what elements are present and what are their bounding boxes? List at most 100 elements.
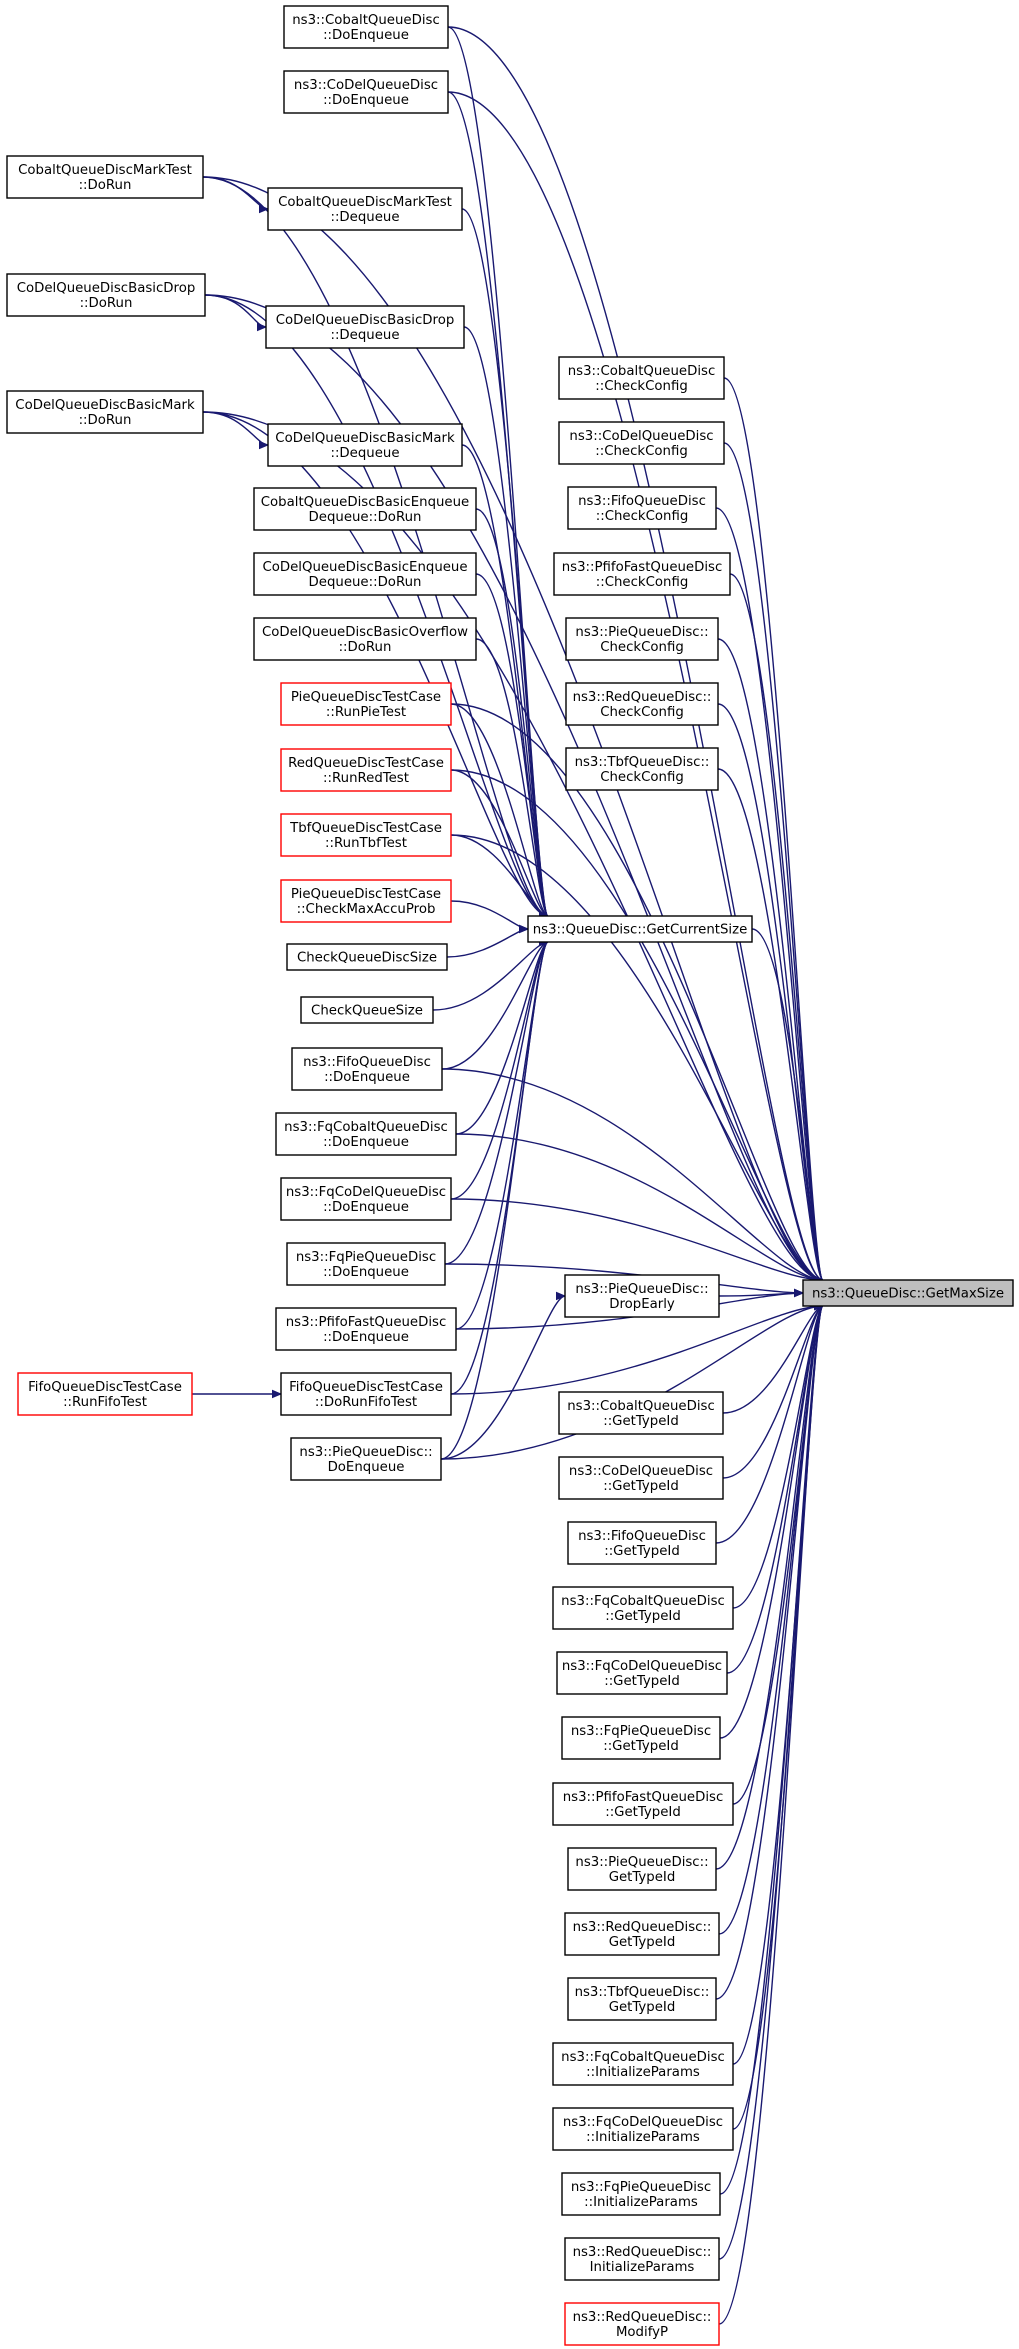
node-checkqueuediscsize[interactable]: CheckQueueDiscSize: [286, 943, 448, 971]
node-piequeuedisc-checkconfig[interactable]: ns3::PieQueueDisc::CheckConfig: [565, 617, 719, 661]
node-fifoqueuedisc-checkconfig[interactable]: ns3::FifoQueueDisc::CheckConfig: [567, 486, 717, 530]
node-label-line: ns3::FqCoDelQueueDisc: [286, 1185, 446, 1200]
node-label-line: ::GetTypeId: [605, 1805, 681, 1820]
node-box: [802, 1279, 1014, 1307]
node-tbfqueuedisc-checkconfig[interactable]: ns3::TbfQueueDisc::CheckConfig: [565, 747, 719, 791]
node-fqpiequeuedisc-gettypeid[interactable]: ns3::FqPieQueueDisc::GetTypeId: [561, 1716, 721, 1760]
node-fqcobaltqueuedisc-doenqueue[interactable]: ns3::FqCobaltQueueDisc::DoEnqueue: [275, 1112, 457, 1156]
node-box: [280, 1372, 452, 1416]
node-label-line: CobaltQueueDiscMarkTest: [18, 163, 192, 178]
node-label-line: ns3::QueueDisc::GetMaxSize: [812, 1287, 1004, 1302]
node-label-line: ns3::TbfQueueDisc::: [575, 755, 710, 770]
node-label-line: ::RunPieTest: [326, 705, 406, 720]
node-fqcodelqueuedisc-gettypeid[interactable]: ns3::FqCoDelQueueDisc::GetTypeId: [556, 1651, 728, 1695]
node-redqueuedisc-checkconfig[interactable]: ns3::RedQueueDisc::CheckConfig: [565, 682, 719, 726]
node-cobaltqueuediscbasicenqueue-dequeue-dorun[interactable]: CobaltQueueDiscBasicEnqueueDequeue::DoRu…: [253, 487, 477, 531]
node-label-line: ns3::FqPieQueueDisc: [571, 2180, 711, 2195]
node-label-line: ns3::FifoQueueDisc: [578, 1529, 706, 1544]
node-label-line: ::GetTypeId: [605, 1609, 681, 1624]
node-pfifofastqueuedisc-doenqueue[interactable]: ns3::PfifoFastQueueDisc::DoEnqueue: [275, 1307, 457, 1351]
node-label-line: ns3::RedQueueDisc::: [573, 690, 712, 705]
node-box: [283, 70, 449, 114]
node-piequeuedisc-doenqueue[interactable]: ns3::PieQueueDisc::DoEnqueue: [290, 1437, 442, 1481]
call-edge: [450, 834, 823, 1280]
node-fqcodelqueuedisc-initializeparams[interactable]: ns3::FqCoDelQueueDisc::InitializeParams: [552, 2107, 734, 2151]
node-codelqueuediscbasicoverflow-dorun[interactable]: CoDelQueueDiscBasicOverflow::DoRun: [253, 617, 477, 661]
node-label-line: ::DoEnqueue: [324, 1070, 410, 1085]
node-queuedisc-getcurrentsize[interactable]: ns3::QueueDisc::GetCurrentSize: [527, 915, 753, 943]
node-label-line: ns3::FqPieQueueDisc: [296, 1250, 436, 1265]
node-box: [552, 2042, 734, 2086]
node-label-line: ns3::CobaltQueueDisc: [292, 13, 440, 28]
call-edge: [719, 1306, 824, 1739]
node-label-line: ns3::RedQueueDisc::: [573, 2245, 712, 2260]
node-label-line: ::CheckConfig: [595, 444, 688, 459]
node-redqueuedisc-gettypeid[interactable]: ns3::RedQueueDisc::GetTypeId: [564, 1912, 720, 1956]
call-edge: [440, 1306, 823, 1460]
call-edge: [719, 1306, 824, 2195]
node-pfifofastqueuedisc-checkconfig[interactable]: ns3::PfifoFastQueueDisc::CheckConfig: [553, 552, 731, 596]
node-piequeuedisctestcase-checkmaxaccuprob[interactable]: PieQueueDiscTestCase::CheckMaxAccuProb: [280, 879, 452, 923]
node-cobaltqueuedisc-gettypeid[interactable]: ns3::CobaltQueueDisc::GetTypeId: [558, 1391, 724, 1435]
node-fifoqueuedisc-gettypeid[interactable]: ns3::FifoQueueDisc::GetTypeId: [567, 1521, 717, 1565]
node-label-line: ::RunRedTest: [323, 771, 409, 786]
node-label-line: CobaltQueueDiscBasicEnqueue: [261, 495, 469, 510]
call-edge: [202, 176, 823, 1280]
node-cobaltqueuediscmarktest-dorun[interactable]: CobaltQueueDiscMarkTest::DoRun: [6, 155, 204, 199]
node-label-line: ns3::FifoQueueDisc: [578, 494, 706, 509]
node-label-line: ns3::FqCobaltQueueDisc: [284, 1120, 448, 1135]
node-label-line: CheckConfig: [600, 705, 684, 720]
node-codelqueuedisc-gettypeid[interactable]: ns3::CoDelQueueDisc::GetTypeId: [558, 1456, 724, 1500]
node-tbfqueuedisctestcase-runtbftest[interactable]: TbfQueueDiscTestCase::RunTbfTest: [280, 813, 452, 857]
node-redqueuedisctestcase-runredtest[interactable]: RedQueueDiscTestCase::RunRedTest: [280, 748, 452, 792]
call-edge: [718, 1293, 803, 1296]
node-codelqueuediscbasicmark-dorun[interactable]: CoDelQueueDiscBasicMark::DoRun: [6, 390, 204, 434]
node-queuedisc-getmaxsize[interactable]: ns3::QueueDisc::GetMaxSize: [802, 1279, 1014, 1307]
node-tbfqueuedisc-gettypeid[interactable]: ns3::TbfQueueDisc::GetTypeId: [567, 1977, 717, 2021]
node-box: [280, 1177, 452, 1221]
node-fqcobaltqueuedisc-gettypeid[interactable]: ns3::FqCobaltQueueDisc::GetTypeId: [552, 1586, 734, 1630]
node-label-line: CheckConfig: [600, 640, 684, 655]
node-cobaltqueuediscmarktest-dequeue[interactable]: CobaltQueueDiscMarkTest::Dequeue: [267, 187, 463, 231]
node-box: [567, 1521, 717, 1565]
node-fqcodelqueuedisc-doenqueue[interactable]: ns3::FqCoDelQueueDisc::DoEnqueue: [280, 1177, 452, 1221]
node-box: [558, 356, 725, 400]
node-box: [561, 2172, 721, 2216]
node-redqueuedisc-modifyp[interactable]: ns3::RedQueueDisc::ModifyP: [564, 2302, 720, 2346]
node-fqcobaltqueuedisc-initializeparams[interactable]: ns3::FqCobaltQueueDisc::InitializeParams: [552, 2042, 734, 2086]
node-box: [553, 552, 731, 596]
node-fifoqueuedisc-doenqueue[interactable]: ns3::FifoQueueDisc::DoEnqueue: [291, 1047, 443, 1091]
node-box: [6, 273, 206, 317]
node-codelqueuedisc-checkconfig[interactable]: ns3::CoDelQueueDisc::CheckConfig: [558, 421, 725, 465]
call-edge: [722, 1306, 824, 1479]
node-box: [291, 1047, 443, 1091]
node-codelqueuediscbasicdrop-dequeue[interactable]: CoDelQueueDiscBasicDrop::Dequeue: [265, 305, 465, 349]
node-label-line: FifoQueueDiscTestCase: [289, 1380, 443, 1395]
node-piequeuedisctestcase-runpietest[interactable]: PieQueueDiscTestCase::RunPieTest: [280, 682, 452, 726]
node-cobaltqueuedisc-doenqueue[interactable]: ns3::CobaltQueueDisc::DoEnqueue: [283, 5, 449, 49]
node-fqpiequeuedisc-initializeparams[interactable]: ns3::FqPieQueueDisc::InitializeParams: [561, 2172, 721, 2216]
node-label-line: ns3::FqPieQueueDisc: [571, 1724, 711, 1739]
node-codelqueuediscbasicmark-dequeue[interactable]: CoDelQueueDiscBasicMark::Dequeue: [267, 423, 463, 467]
node-codelqueuedisc-doenqueue[interactable]: ns3::CoDelQueueDisc::DoEnqueue: [283, 70, 449, 114]
node-label-line: TbfQueueDiscTestCase: [289, 821, 442, 836]
node-label-line: ns3::PieQueueDisc::: [299, 1445, 432, 1460]
node-fifoqueuedisctestcase-dorunfifotest[interactable]: FifoQueueDiscTestCase::DoRunFifoTest: [280, 1372, 452, 1416]
node-cobaltqueuedisc-checkconfig[interactable]: ns3::CobaltQueueDisc::CheckConfig: [558, 356, 725, 400]
node-pfifofastqueuedisc-gettypeid[interactable]: ns3::PfifoFastQueueDisc::GetTypeId: [552, 1782, 734, 1826]
node-label-line: ::RunTbfTest: [325, 836, 407, 851]
node-checkqueuesize[interactable]: CheckQueueSize: [300, 996, 434, 1024]
node-codelqueuediscbasicdrop-dorun[interactable]: CoDelQueueDiscBasicDrop::DoRun: [6, 273, 206, 317]
node-label-line: GetTypeId: [609, 2000, 676, 2015]
node-piequeuedisc-gettypeid[interactable]: ns3::PieQueueDisc::GetTypeId: [567, 1847, 717, 1891]
call-edge: [718, 1306, 824, 1935]
node-label-line: ns3::TbfQueueDisc::: [575, 1985, 710, 2000]
node-piequeuedisc-dropearly[interactable]: ns3::PieQueueDisc::DropEarly: [564, 1274, 720, 1318]
node-redqueuedisc-initializeparams[interactable]: ns3::RedQueueDisc::InitializeParams: [564, 2237, 720, 2281]
call-edge: [455, 942, 549, 1135]
node-box: [290, 1437, 442, 1481]
node-fifoqueuedisctestcase-runfifotest[interactable]: FifoQueueDiscTestCase::RunFifoTest: [17, 1372, 193, 1416]
node-fqpiequeuedisc-doenqueue[interactable]: ns3::FqPieQueueDisc::DoEnqueue: [286, 1242, 446, 1286]
